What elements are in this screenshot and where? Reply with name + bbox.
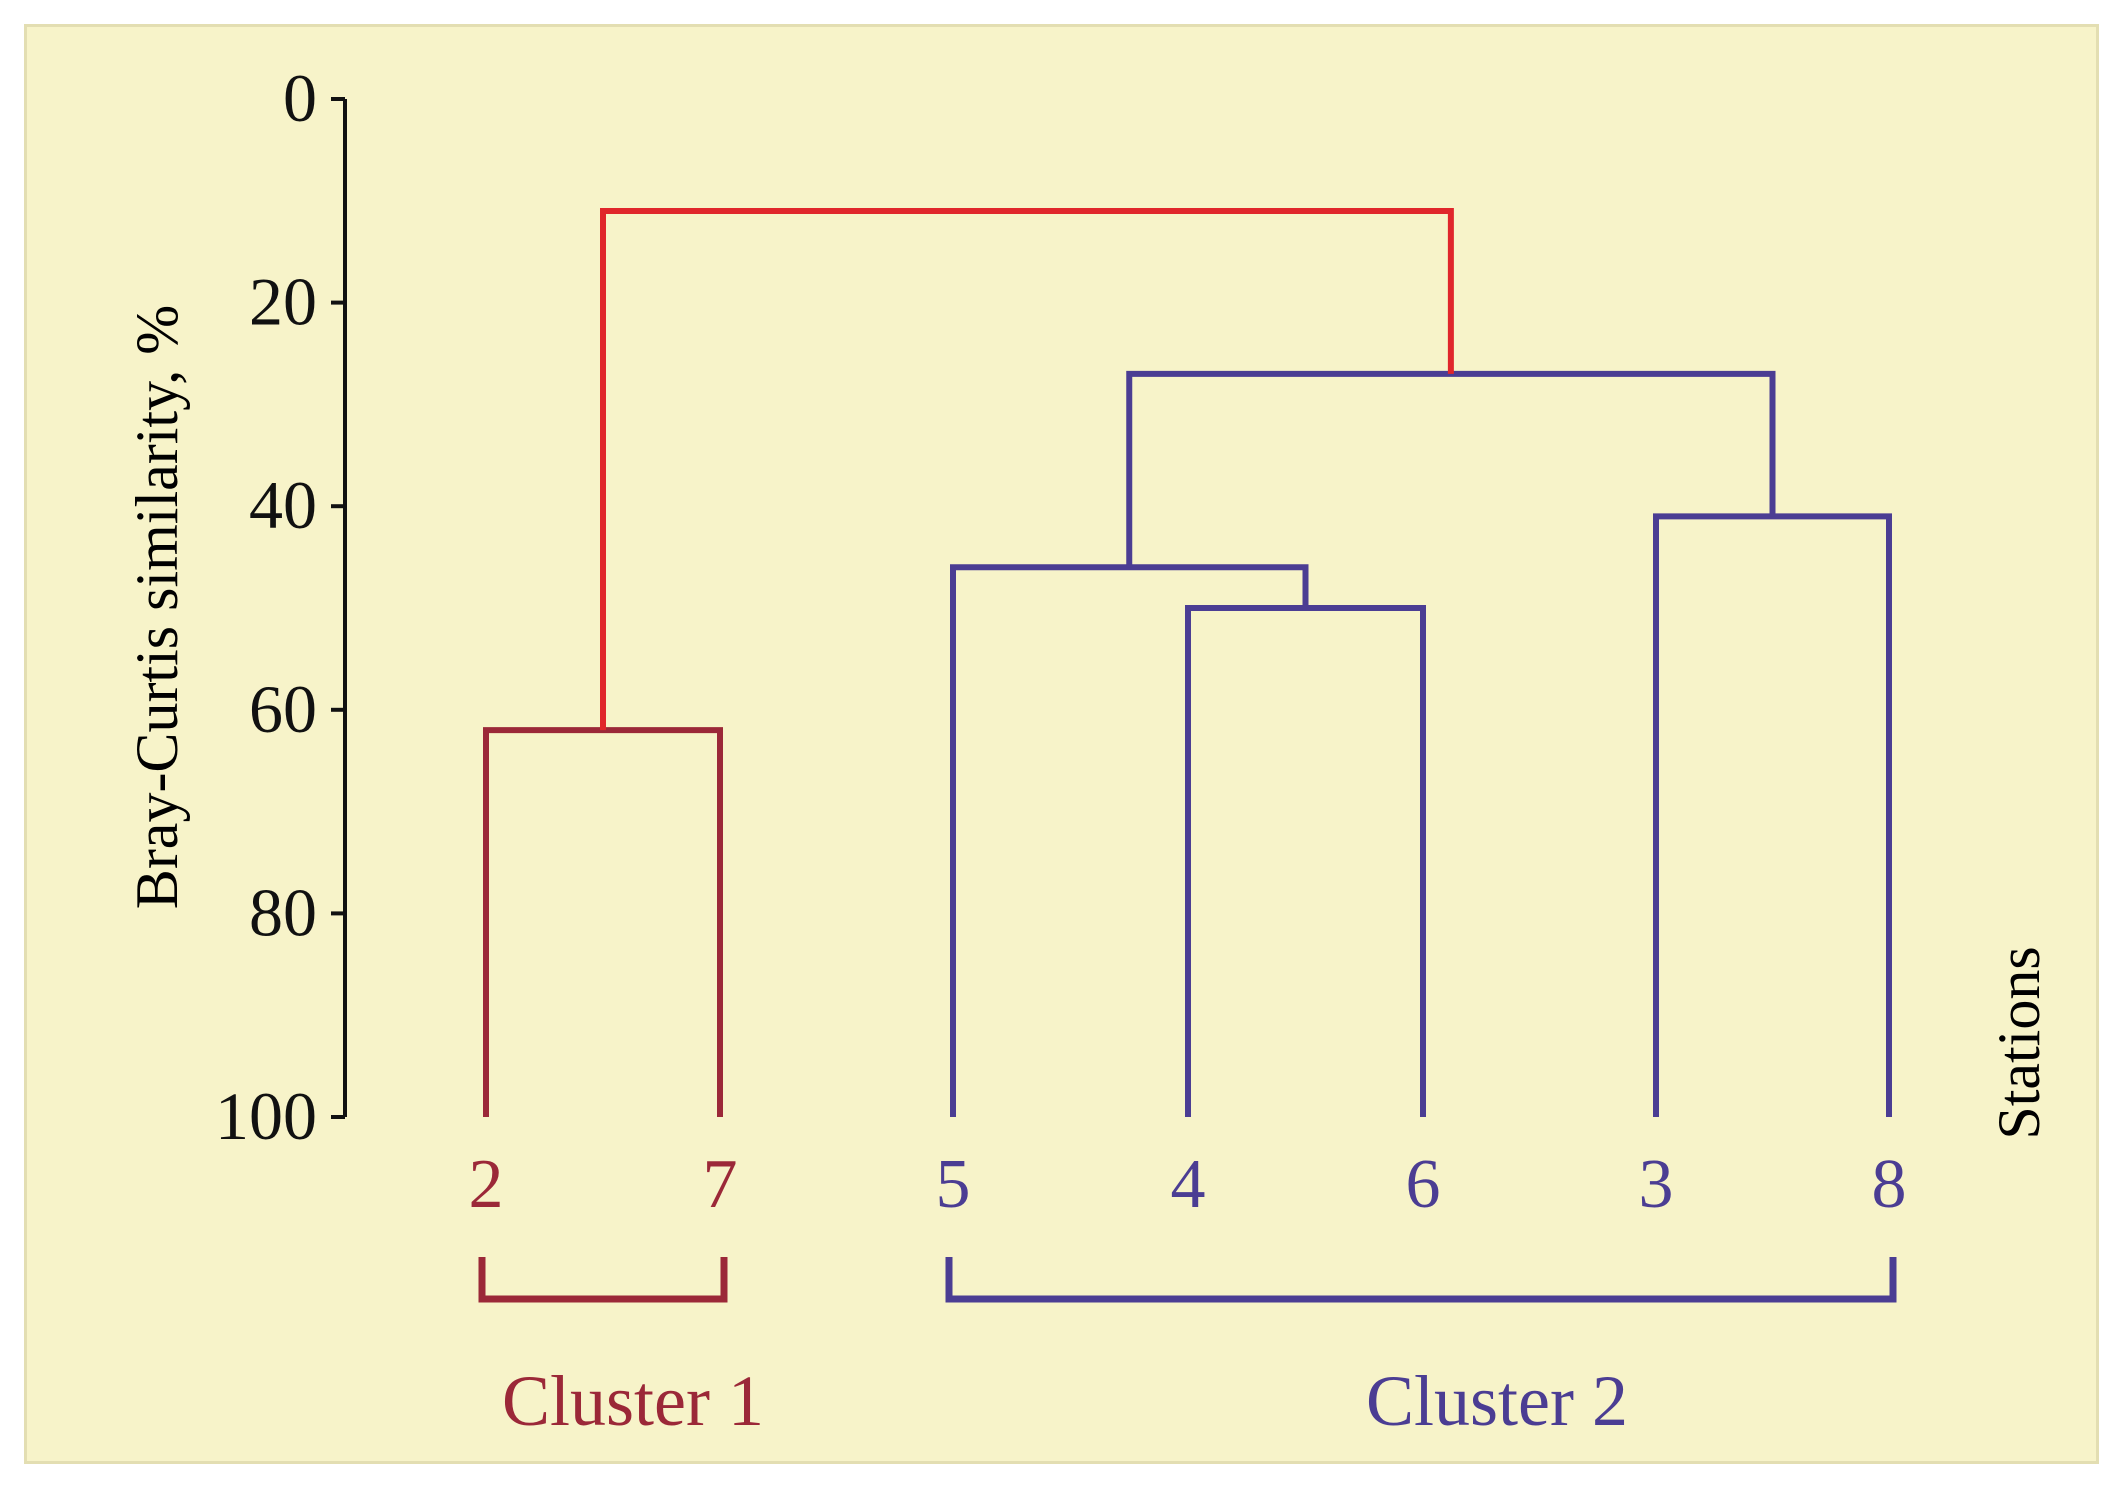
y-tick-label: 60 — [249, 671, 317, 747]
y-axis: 0 20 40 60 80 100 — [215, 60, 347, 1154]
y-tick-label: 100 — [215, 1078, 317, 1154]
x-axis-label: Stations — [1986, 946, 2052, 1139]
cluster-brackets: Cluster 1 Cluster 2 — [478, 1257, 1897, 1441]
y-axis-label: Bray-Curtis similarity, % — [124, 305, 190, 909]
merge-link — [600, 207, 1454, 731]
y-tick-label: 80 — [249, 874, 317, 950]
cluster-1: Cluster 1 — [478, 1257, 764, 1441]
y-tick-label: 40 — [249, 467, 317, 543]
dendrogram-links — [483, 207, 1892, 1117]
cluster-label: Cluster 2 — [1366, 1361, 1628, 1441]
cluster-label: Cluster 1 — [502, 1361, 764, 1441]
leaf-label-5: 5 — [936, 1146, 971, 1223]
leaf-label-3: 3 — [1639, 1146, 1674, 1223]
y-tick-label: 0 — [283, 60, 317, 136]
cluster-bracket — [478, 1257, 728, 1303]
cluster-bracket — [945, 1257, 1897, 1303]
chart-background — [27, 27, 2096, 1461]
leaf-label-7: 7 — [703, 1146, 738, 1223]
y-tick-label: 20 — [249, 264, 317, 340]
leaf-labels: 2 7 5 4 6 3 8 — [469, 1146, 1907, 1223]
merge-m6 — [600, 207, 1454, 731]
leaf-label-8: 8 — [1872, 1146, 1907, 1223]
cluster-2: Cluster 2 — [945, 1257, 1897, 1441]
leaf-label-6: 6 — [1406, 1146, 1441, 1223]
leaf-label-2: 2 — [469, 1146, 504, 1223]
leaf-label-4: 4 — [1171, 1146, 1206, 1223]
